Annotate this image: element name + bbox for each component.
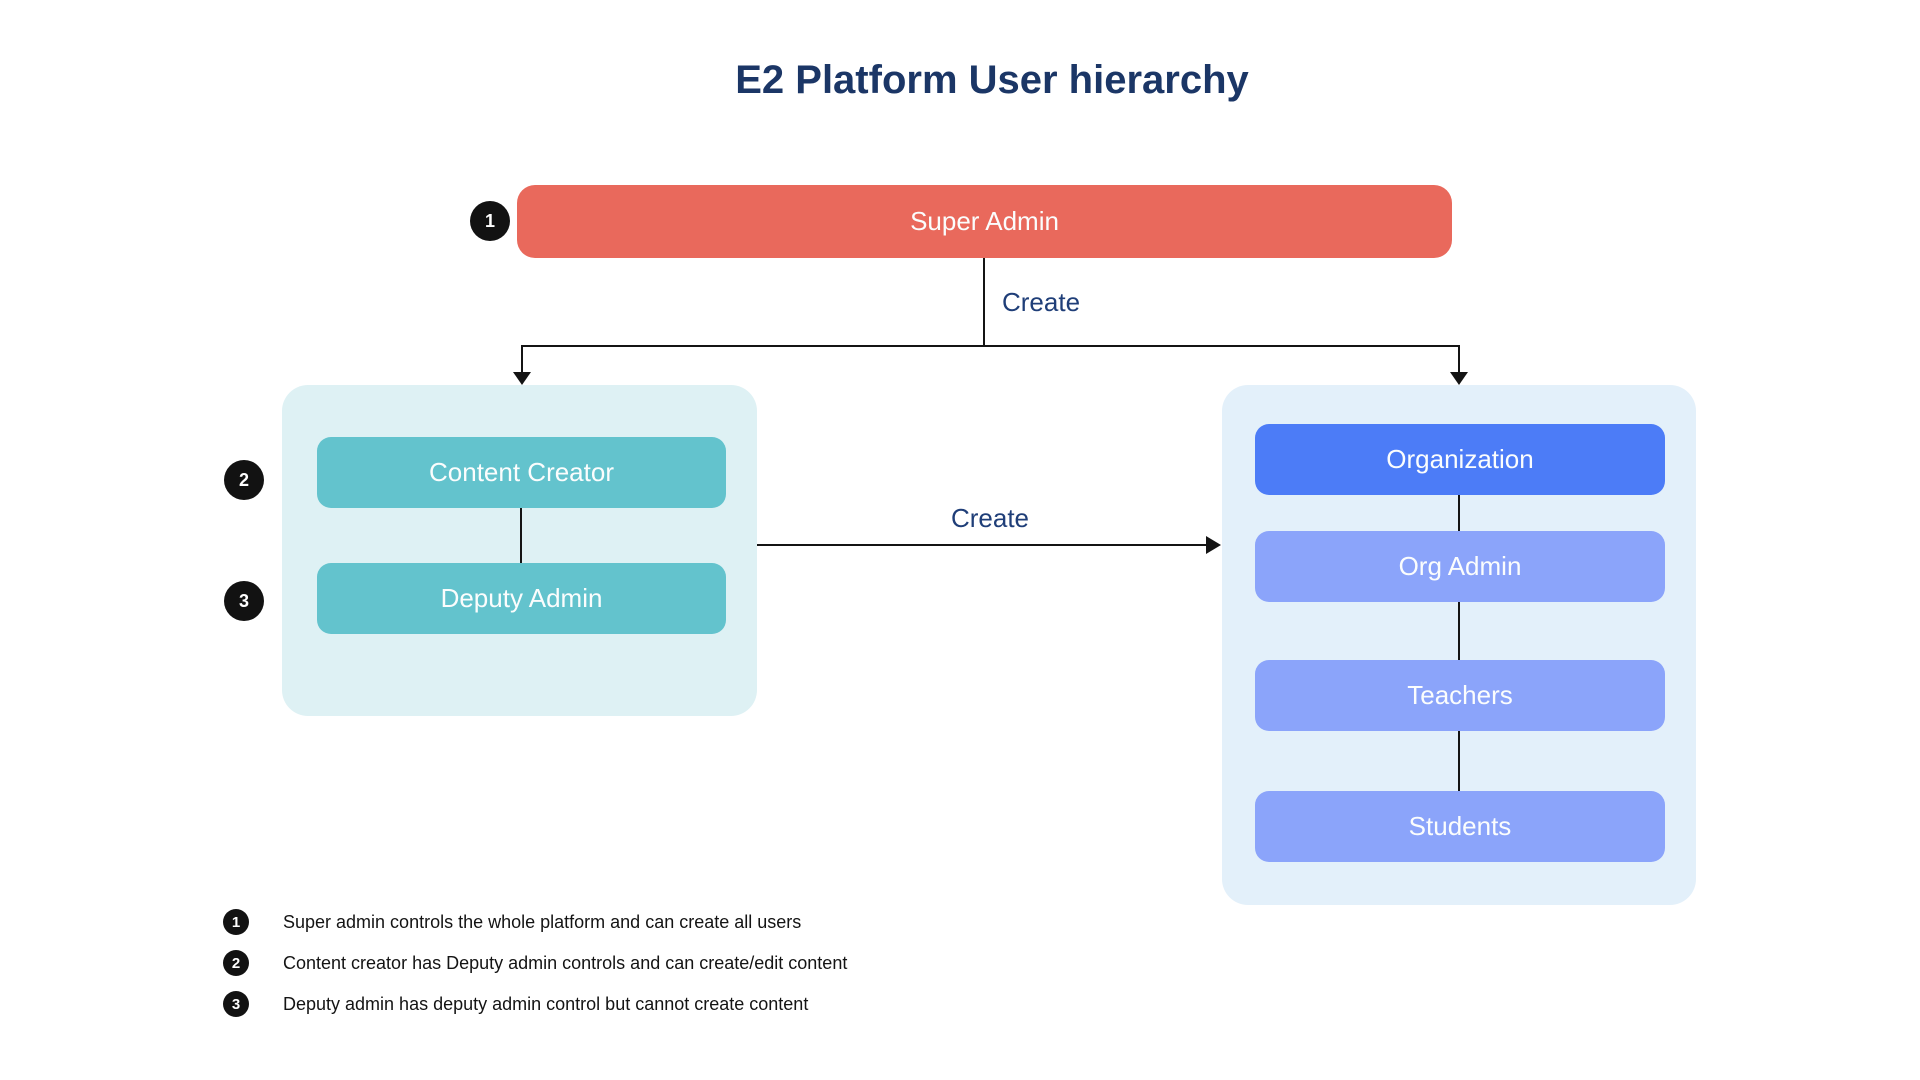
connector-content-deputy [520, 508, 522, 563]
connector-branch [521, 345, 1460, 347]
connector-drop-right [1458, 345, 1460, 374]
arrowhead-down-left-icon [513, 372, 531, 385]
node-deputy-admin-label: Deputy Admin [440, 583, 603, 613]
node-organization: Organization [1255, 424, 1665, 495]
node-students: Students [1255, 791, 1665, 862]
legend-item-3: 3 Deputy admin has deputy admin control … [223, 991, 847, 1017]
legend-badge-3: 3 [223, 991, 249, 1017]
legend-text-1: Super admin controls the whole platform … [283, 911, 802, 932]
node-super-admin: Super Admin [517, 185, 1452, 258]
arrowhead-down-right-icon [1450, 372, 1468, 385]
node-super-admin-label: Super Admin [910, 206, 1059, 236]
badge-2: 2 [224, 460, 264, 500]
node-org-admin: Org Admin [1255, 531, 1665, 602]
legend: 1 Super admin controls the whole platfor… [223, 909, 847, 1032]
edge-label-create-top: Create [1002, 287, 1081, 317]
connector-org-orgadmin [1458, 495, 1460, 531]
legend-text-3: Deputy admin has deputy admin control bu… [283, 993, 809, 1014]
node-org-admin-label: Org Admin [1398, 551, 1522, 581]
node-students-label: Students [1408, 811, 1512, 841]
connector-drop-left [521, 345, 523, 374]
node-content-creator: Content Creator [317, 437, 726, 508]
legend-text-2: Content creator has Deputy admin control… [283, 952, 848, 973]
connector-stem [983, 258, 985, 346]
badge-3: 3 [224, 581, 264, 621]
connector-create-horizontal [757, 544, 1208, 546]
legend-item-2: 2 Content creator has Deputy admin contr… [223, 950, 847, 976]
legend-item-1: 1 Super admin controls the whole platfor… [223, 909, 847, 935]
connector-orgadmin-teachers [1458, 602, 1460, 660]
node-deputy-admin: Deputy Admin [317, 563, 726, 634]
badge-1: 1 [470, 201, 510, 241]
node-organization-label: Organization [1386, 444, 1534, 474]
node-content-creator-label: Content Creator [429, 457, 614, 487]
arrowhead-right-icon [1206, 536, 1221, 554]
legend-badge-2: 2 [223, 950, 249, 976]
page-title: E2 Platform User hierarchy [735, 58, 1249, 102]
legend-badge-1: 1 [223, 909, 249, 935]
node-teachers: Teachers [1255, 660, 1665, 731]
node-teachers-label: Teachers [1407, 680, 1513, 710]
connector-teachers-students [1458, 731, 1460, 791]
edge-label-create-mid: Create [950, 503, 1030, 533]
